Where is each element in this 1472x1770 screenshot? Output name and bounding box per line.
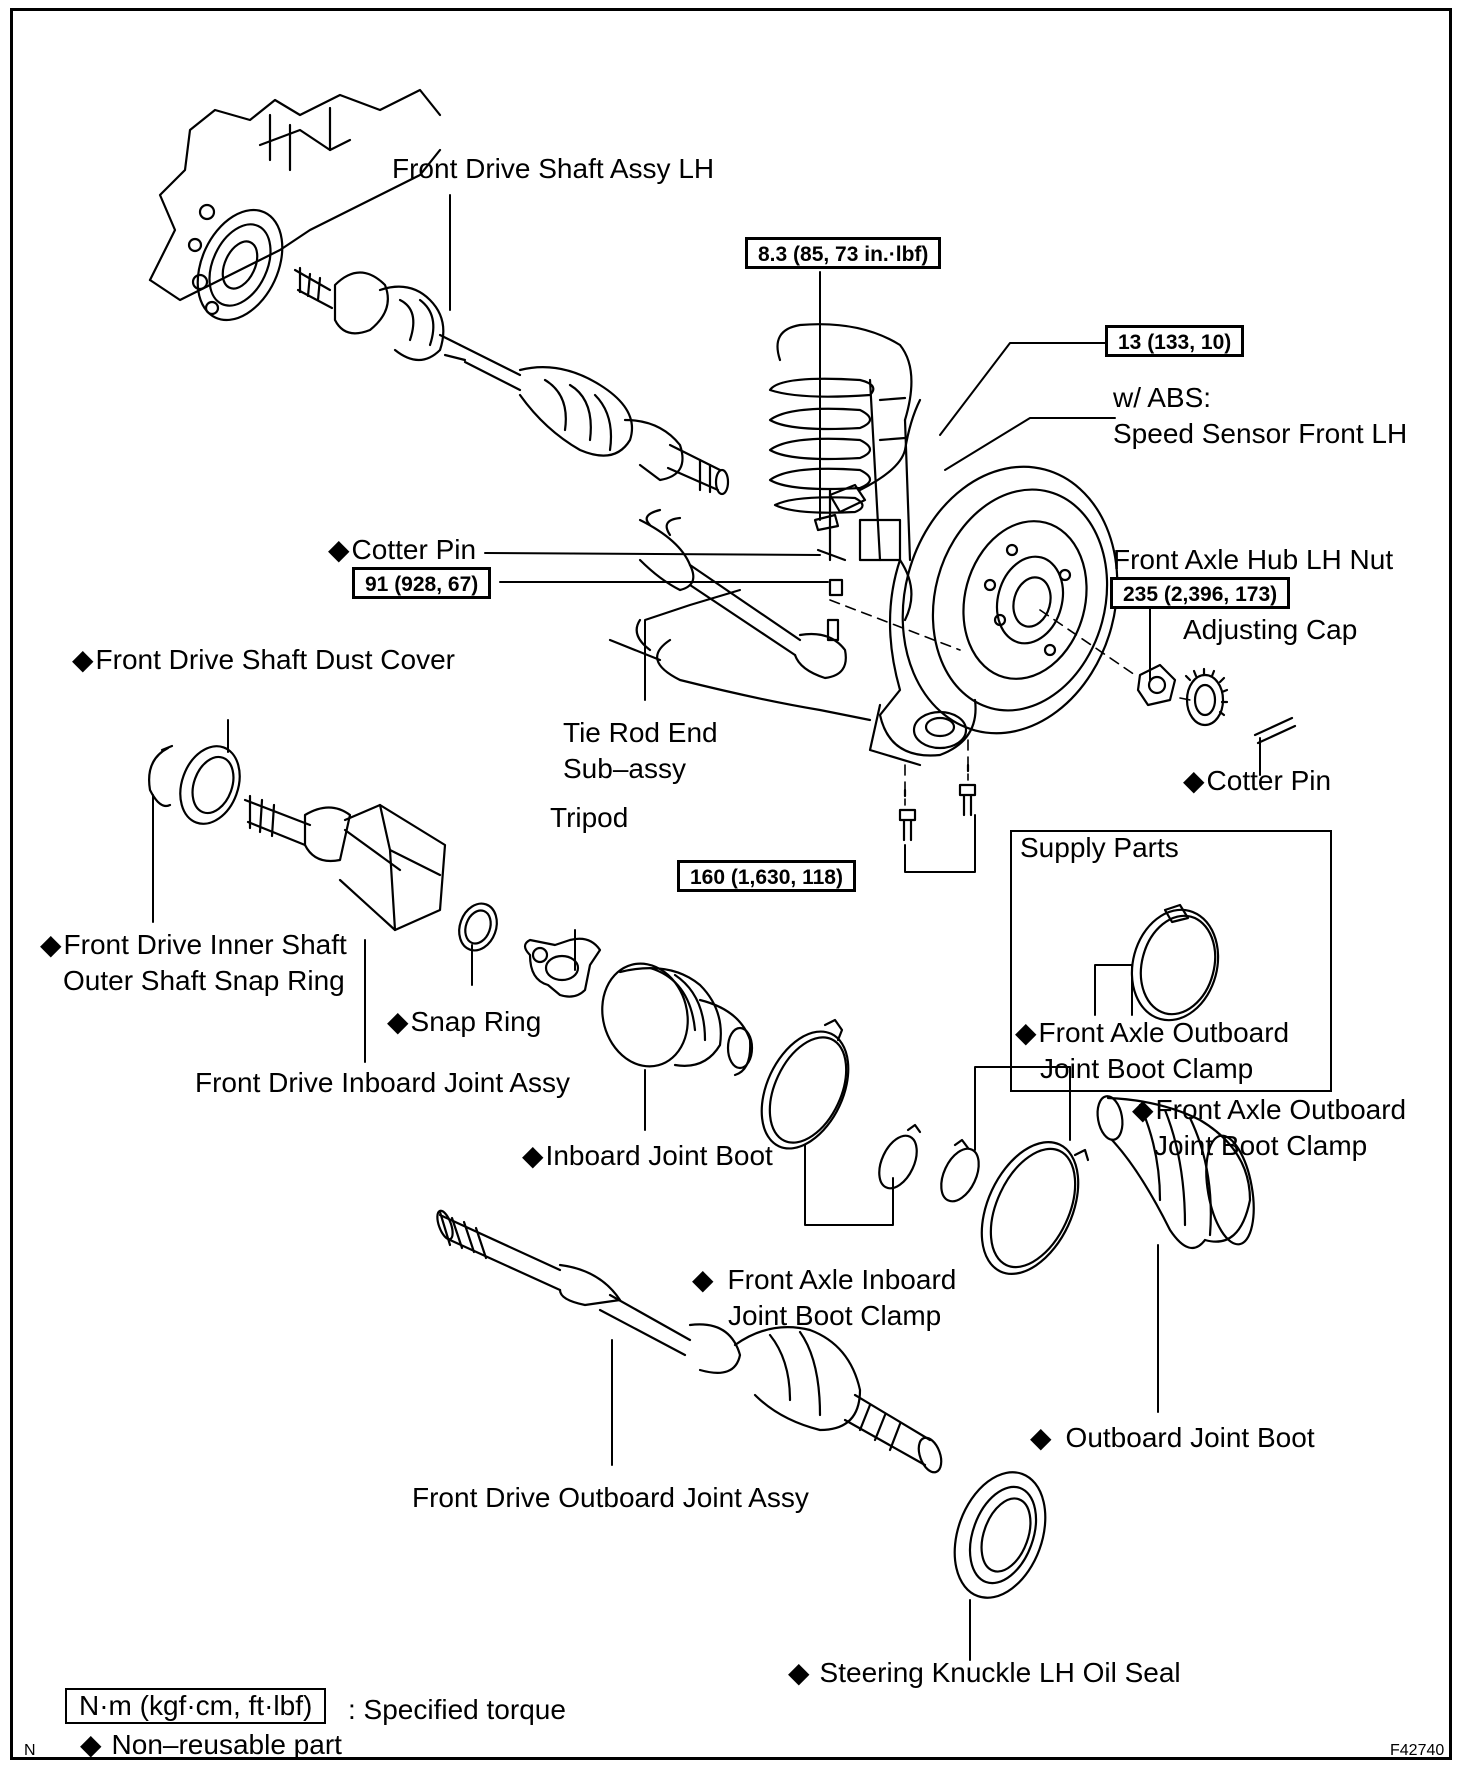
label-abs-note: w/ ABS: bbox=[1113, 382, 1212, 413]
legend-unit-desc: : Specified torque bbox=[348, 1694, 566, 1725]
label-inboard-clamp-line1: ◆ Front Axle Inboard bbox=[692, 1262, 956, 1298]
label-dust-cover: ◆Front Drive Shaft Dust Cover bbox=[72, 642, 455, 678]
supply-clamp bbox=[1130, 903, 1220, 1022]
label-tripod: Tripod bbox=[550, 802, 629, 833]
label-inboard-clamp-line2: Joint Boot Clamp bbox=[728, 1300, 942, 1331]
dust-cover-snap-ring bbox=[148, 744, 241, 825]
label-tie-rod-line2: Sub–assy bbox=[563, 753, 686, 784]
outboard-joint-assy bbox=[436, 1209, 943, 1474]
label-front-axle-hub-nut: Front Axle Hub LH Nut bbox=[1113, 544, 1394, 575]
nonreusable-diamond-icon: ◆ bbox=[1183, 765, 1205, 796]
label-inboard-joint-assy: Front Drive Inboard Joint Assy bbox=[195, 1067, 571, 1098]
speed-sensor bbox=[813, 398, 922, 532]
label-tie-rod-line1: Tie Rod End bbox=[563, 717, 718, 748]
outboard-joint-boot-text: Outboard Joint Boot bbox=[1065, 1422, 1315, 1453]
hub-nut-cap-pin bbox=[1136, 663, 1297, 745]
brake-rotor-hub bbox=[901, 465, 1119, 735]
nonreusable-diamond-icon: ◆ bbox=[1132, 1094, 1154, 1125]
knuckle-bolts bbox=[898, 763, 977, 842]
supply-clamp-text: Front Axle Outboard bbox=[1038, 1017, 1290, 1048]
label-snap-ring: ◆Snap Ring bbox=[387, 1004, 541, 1040]
outboard-clamp-text: Front Axle Outboard bbox=[1155, 1094, 1407, 1125]
drive-shaft-assy-upper bbox=[293, 266, 730, 496]
label-oil-seal: ◆ Steering Knuckle LH Oil Seal bbox=[788, 1655, 1181, 1691]
label-cotter-pin-top: ◆Cotter Pin bbox=[328, 532, 476, 568]
supply-parts-box bbox=[1010, 830, 1332, 1092]
label-cotter-pin-bottom: ◆Cotter Pin bbox=[1183, 763, 1331, 799]
corner-mark: N bbox=[24, 1742, 36, 1759]
oil-seal bbox=[953, 1471, 1047, 1599]
nonreusable-diamond-icon: ◆ bbox=[40, 929, 62, 960]
tripod bbox=[523, 937, 602, 998]
torque-box-160: 160 (1,630, 118) bbox=[677, 860, 856, 892]
inboard-clamp-text: Front Axle Inboard bbox=[727, 1264, 957, 1295]
nonreusable-diamond-icon: ◆ bbox=[72, 644, 94, 675]
transaxle-housing bbox=[148, 88, 442, 322]
steering-knuckle bbox=[608, 558, 977, 767]
label-front-drive-shaft-assy-lh: Front Drive Shaft Assy LH bbox=[392, 153, 715, 184]
label-supply-clamp-line1: ◆Front Axle Outboard bbox=[1015, 1015, 1289, 1051]
label-outboard-clamp-line1: ◆Front Axle Outboard bbox=[1132, 1092, 1406, 1128]
nonreusable-diamond-icon: ◆ bbox=[1015, 1017, 1037, 1048]
label-outboard-joint-assy: Front Drive Outboard Joint Assy bbox=[412, 1482, 809, 1513]
inboard-boot-clamps bbox=[760, 1018, 922, 1190]
inboard-joint-boot bbox=[601, 962, 754, 1077]
outboard-joint-boot bbox=[1096, 1095, 1255, 1250]
nonreusable-diamond-icon: ◆ bbox=[80, 1729, 102, 1760]
torque-box-91: 91 (928, 67) bbox=[352, 567, 492, 599]
torque-box-8-3: 8.3 (85, 73 in.·lbf) bbox=[745, 237, 942, 269]
label-outboard-clamp-line2: Joint Boot Clamp bbox=[1154, 1130, 1368, 1161]
snap-ring-text: Snap Ring bbox=[410, 1006, 542, 1037]
inboard-joint-assy bbox=[243, 794, 498, 952]
inner-snap-text: Front Drive Inner Shaft bbox=[63, 929, 347, 960]
nonreusable-diamond-icon: ◆ bbox=[1030, 1422, 1052, 1453]
legend-nonreusable: ◆ Non–reusable part bbox=[80, 1727, 342, 1763]
nonreusable-diamond-icon: ◆ bbox=[387, 1006, 409, 1037]
dust-cover-text: Front Drive Shaft Dust Cover bbox=[95, 644, 455, 675]
label-speed-sensor: Speed Sensor Front LH bbox=[1113, 418, 1408, 449]
nonreusable-diamond-icon: ◆ bbox=[522, 1140, 544, 1171]
label-inboard-joint-boot: ◆Inboard Joint Boot bbox=[522, 1138, 773, 1174]
nonreusable-diamond-icon: ◆ bbox=[788, 1657, 810, 1688]
nonreusable-diamond-icon: ◆ bbox=[692, 1264, 714, 1295]
legend-unit-box: N·m (kgf·cm, ft·lbf) bbox=[65, 1688, 327, 1724]
cotter-pin-text: Cotter Pin bbox=[351, 534, 477, 565]
legend-nonreusable-text: Non–reusable part bbox=[111, 1729, 342, 1760]
oil-seal-text: Steering Knuckle LH Oil Seal bbox=[819, 1657, 1181, 1688]
label-supply-clamp-line2: Joint Boot Clamp bbox=[1040, 1053, 1254, 1084]
inboard-joint-boot-text: Inboard Joint Boot bbox=[545, 1140, 773, 1171]
leader-lines bbox=[152, 194, 1261, 1661]
tie-rod-end bbox=[638, 508, 847, 680]
label-inner-snap-line2: Outer Shaft Snap Ring bbox=[63, 965, 345, 996]
torque-box-13: 13 (133, 10) bbox=[1105, 325, 1245, 357]
assembly-dash-lines bbox=[829, 599, 1191, 806]
outboard-boot-clamps bbox=[940, 1138, 1090, 1275]
label-adjusting-cap: Adjusting Cap bbox=[1183, 614, 1358, 645]
label-supply-parts: Supply Parts bbox=[1020, 832, 1179, 863]
diagram-frame bbox=[10, 8, 1452, 1760]
figure-id: F42740 bbox=[1390, 1742, 1445, 1759]
torque-box-235: 235 (2,396, 173) bbox=[1110, 577, 1291, 609]
cotter-pin-bottom-text: Cotter Pin bbox=[1206, 765, 1332, 796]
label-outboard-joint-boot: ◆ Outboard Joint Boot bbox=[1030, 1420, 1315, 1456]
nonreusable-diamond-icon: ◆ bbox=[328, 534, 350, 565]
label-inner-snap-line1: ◆Front Drive Inner Shaft bbox=[40, 927, 347, 963]
